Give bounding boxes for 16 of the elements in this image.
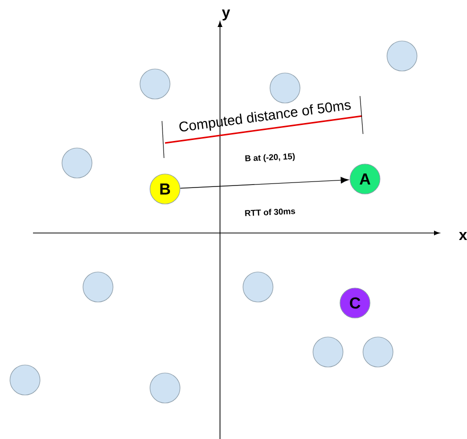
circle	[10, 364, 40, 396]
rtt-note: RTT of 30ms	[245, 208, 296, 216]
circle	[362, 336, 394, 368]
circle	[386, 40, 418, 72]
dimension-label: Computed distance of 50ms	[179, 102, 351, 132]
axis-label: y	[222, 10, 230, 20]
circle	[270, 72, 300, 104]
axis-label: x	[458, 232, 467, 240]
circle	[312, 336, 344, 368]
circle	[140, 68, 170, 100]
circle	[150, 372, 180, 404]
circle	[62, 148, 92, 178]
circle	[242, 272, 274, 302]
arrow	[180, 176, 349, 189]
circle	[82, 272, 114, 302]
coordinate-note: B at (-20, 15)	[245, 153, 295, 162]
